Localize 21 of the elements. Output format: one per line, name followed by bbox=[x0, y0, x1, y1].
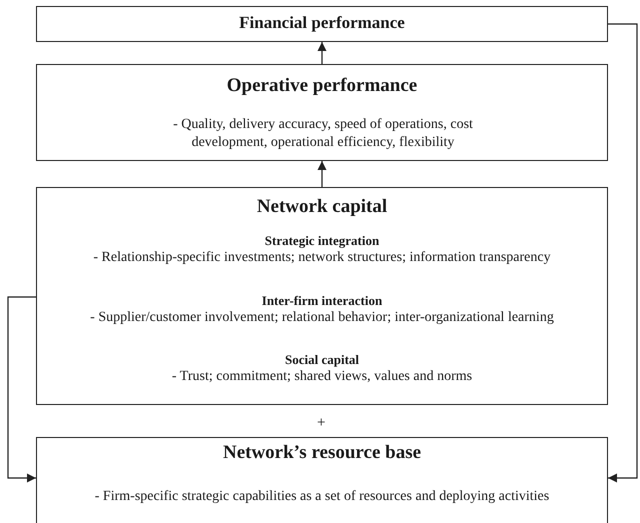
text-box bbox=[36, 437, 608, 523]
subheading: Strategic integration bbox=[264, 233, 380, 249]
description: - Supplier/customer involvement; relational behavior; inter-organizational learning bbox=[90, 310, 554, 326]
heading: Network capital bbox=[256, 196, 388, 218]
arrow bbox=[7, 296, 36, 482]
subheading: Social capital bbox=[284, 352, 360, 368]
heading: Financial performance bbox=[239, 13, 405, 33]
description: - Relationship-specific investments; network structures; information transparency bbox=[93, 250, 551, 266]
arrow bbox=[608, 23, 638, 482]
heading: Network’s resource base bbox=[222, 442, 422, 464]
arrow bbox=[318, 42, 326, 64]
description: - Trust; commitment; shared views, values and norms bbox=[172, 369, 472, 385]
text-box bbox=[36, 6, 608, 42]
heading: Operative performance bbox=[226, 75, 418, 97]
description: - Quality, delivery accuracy, speed of operations, cost development, operational efficiency, flexibility bbox=[172, 116, 474, 152]
arrow bbox=[318, 161, 326, 187]
subheading: Inter-firm interaction bbox=[262, 293, 382, 309]
description: - Firm-specific strategic capabilities as a set of resources and deploying activities bbox=[94, 489, 550, 505]
plus-sign: + bbox=[317, 415, 326, 432]
text-box bbox=[36, 187, 608, 405]
text-box bbox=[36, 64, 608, 161]
